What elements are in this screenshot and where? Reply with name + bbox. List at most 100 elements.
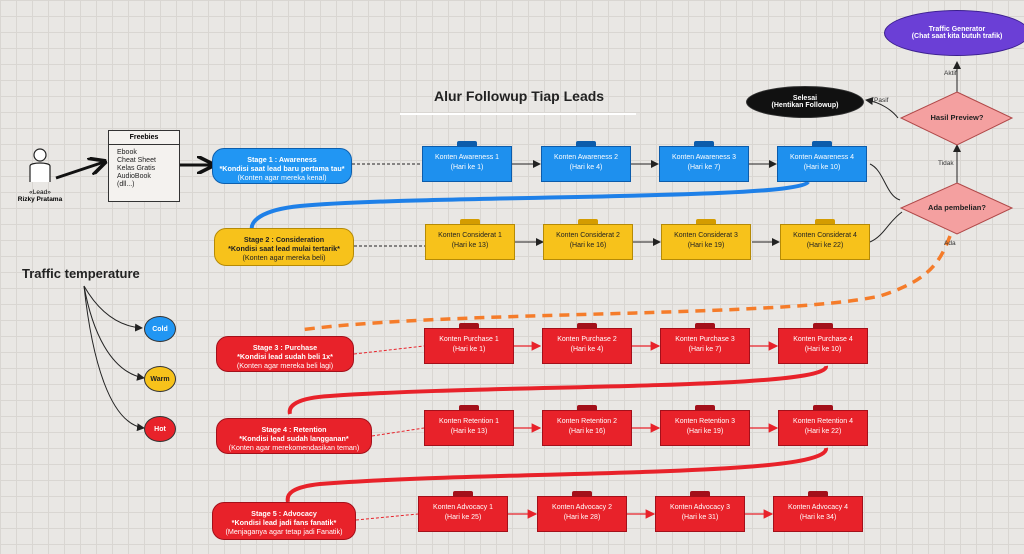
card-day: (Hari ke 7) [687, 164, 721, 171]
content-card: Konten Retention 4 (Hari ke 22) [778, 405, 868, 446]
freebies-box: Freebies Ebook Cheat Sheet Kelas Gratis … [108, 130, 180, 202]
stage-condition: *Kondisi lead jadi fans fanatik* [231, 518, 337, 527]
content-card: Konten Advocacy 1 (Hari ke 25) [418, 491, 508, 532]
card-day: (Hari ke 10) [803, 164, 841, 171]
lead-to-freebies-arrow [55, 162, 104, 180]
stage-title: Stage 3 : Purchase [252, 343, 318, 352]
stage-advocacy: Stage 5 : Advocacy *Kondisi lead jadi fa… [212, 502, 356, 540]
decision-purchase-label: Ada pembelian? [928, 203, 986, 212]
card-name: Konten Purchase 4 [793, 336, 853, 343]
stage-goal: (Konten agar mereka beli lagi) [236, 361, 334, 370]
card-day: (Hari ke 34) [799, 514, 837, 521]
card-day: (Hari ke 28) [563, 514, 601, 521]
card-name: Konten Retention 1 [439, 418, 499, 425]
awareness4-to-decision [869, 163, 901, 201]
content-card: Konten Considerat 3 (Hari ke 19) [661, 219, 751, 260]
decision-preview-diamond [899, 91, 1014, 146]
edge-label-pasif: Pasif [874, 97, 889, 104]
temperature-cold: Cold [144, 316, 176, 342]
card-day: (Hari ke 4) [569, 164, 603, 171]
edge-label-aktif: Aktif [944, 70, 957, 77]
wrap-row4-to-row5 [285, 447, 828, 503]
content-card: Konten Awareness 1 (Hari ke 1) [422, 141, 512, 182]
card-name: Konten Awareness 1 [434, 154, 500, 161]
stage-title: Stage 5 : Advocacy [251, 509, 317, 518]
card-name: Konten Awareness 4 [789, 154, 855, 161]
card-day: (Hari ke 10) [804, 346, 842, 353]
content-card: Konten Purchase 1 (Hari ke 1) [424, 323, 514, 364]
temperature-hot: Hot [144, 416, 176, 442]
content-card: Konten Retention 2(Hari ke 16) [542, 405, 632, 446]
stage-condition: *Kondisi lead sudah beli 1x* [237, 352, 333, 361]
content-card: Konten Retention 3(Hari ke 19) [660, 405, 750, 446]
terminal-subtitle: (Hentikan Followup) [771, 102, 839, 109]
card-name: Konten Retention 4 [793, 418, 853, 425]
stage-awareness: Stage 1 : Awareness *Kondisi saat lead b… [212, 148, 352, 184]
content-card: Konten Purchase 3(Hari ke 7) [660, 323, 750, 364]
content-card: Konten Advocacy 3(Hari ke 31) [655, 491, 745, 532]
stage-title: Stage 4 : Retention [261, 425, 327, 434]
card-name: Konten Advocacy 4 [788, 504, 848, 511]
stage-goal: (Konten agar mereka kenal) [237, 173, 327, 182]
card-name: Konten Advocacy 1 [433, 504, 493, 511]
person-icon [29, 148, 51, 182]
freebies-item: (dll...) [117, 181, 135, 188]
card-name: Konten Purchase 2 [557, 336, 617, 343]
freebies-item: Kelas Gratis [117, 165, 156, 172]
freebies-item: Cheat Sheet [117, 157, 156, 164]
terminal-subtitle: (Chat saat kita butuh trafik) [911, 33, 1003, 40]
card-name: Konten Awareness 3 [671, 154, 737, 161]
temperature-warm: Warm [144, 366, 176, 392]
card-name: Konten Considerat 2 [556, 232, 620, 239]
card-day: (Hari ke 1) [450, 164, 484, 171]
considerat4-to-decision [869, 211, 903, 243]
content-card: Konten Retention 1(Hari ke 13) [424, 405, 514, 446]
card-name: Konten Advocacy 2 [552, 504, 612, 511]
wrap-purchase-dashed [299, 235, 952, 332]
card-name: Konten Retention 2 [557, 418, 617, 425]
card-name: Konten Considerat 3 [674, 232, 738, 239]
content-card: Konten Awareness 4 (Hari ke 10) [777, 141, 867, 182]
stage-goal: (Konten agar merekomendasikan teman) [228, 443, 360, 452]
content-card: Konten Purchase 4 (Hari ke 10) [778, 323, 868, 364]
content-card: Konten Awareness 2 (Hari ke 4) [541, 141, 631, 182]
freebies-item: AudioBook [117, 173, 151, 180]
stage-consideration: Stage 2 : Consideration *Kondisi saat le… [214, 228, 354, 266]
page-title: Alur Followup Tiap Leads [434, 88, 605, 104]
card-day: (Hari ke 4) [570, 346, 604, 353]
card-day: (Hari ke 16) [569, 242, 607, 249]
wrap-row1-to-row2 [249, 180, 810, 231]
card-day: (Hari ke 1) [452, 346, 486, 353]
card-day: (Hari ke 31) [681, 514, 719, 521]
terminal-title: Selesai [792, 95, 818, 102]
stage-condition: *Kondisi saat lead baru pertama tau* [219, 164, 345, 173]
freebies-title: Freebies [109, 131, 179, 145]
card-day: (Hari ke 25) [444, 514, 482, 521]
lead-name: Rizky Pratama [17, 196, 63, 203]
content-card: Konten Considerat 2 (Hari ke 16) [543, 219, 633, 260]
stage-goal: (Menjaganya agar tetap jadi Fanatik) [225, 527, 343, 536]
stage-title: Stage 2 : Consideration [243, 235, 325, 244]
card-day: (Hari ke 19) [686, 428, 724, 435]
decision-preview-label: Hasil Preview? [930, 113, 984, 122]
done-terminal: Selesai (Hentikan Followup) [746, 86, 864, 118]
stage-purchase: Stage 3 : Purchase *Kondisi lead sudah b… [216, 336, 354, 372]
card-day: (Hari ke 22) [804, 428, 842, 435]
content-card: Konten Considerat 4(Hari ke 22) [780, 219, 870, 260]
freebies-list: Ebook Cheat Sheet Kelas Gratis AudioBook… [109, 145, 179, 193]
wrap-row3-to-row4 [287, 365, 828, 415]
edge-label-ada: Ada [944, 240, 956, 247]
stage-title: Stage 1 : Awareness [247, 155, 317, 164]
stage-retention: Stage 4 : Retention *Kondisi lead sudah … [216, 418, 372, 454]
card-day: (Hari ke 13) [451, 242, 489, 249]
content-card: Konten Awareness 3 (Hari ke 7) [659, 141, 749, 182]
content-card: Konten Advocacy 4 (Hari ke 34) [773, 491, 863, 532]
card-day: (Hari ke 19) [687, 242, 725, 249]
lead-actor: «Lead» Rizky Pratama [18, 148, 68, 203]
stage-goal: (Konten agar mereka beli) [242, 253, 326, 262]
card-name: Konten Purchase 1 [439, 336, 499, 343]
traffic-generator-terminal: Traffic Generator (Chat saat kita butuh … [884, 10, 1024, 56]
card-name: Konten Awareness 2 [553, 154, 619, 161]
edge-label-tidak: Tidak [938, 160, 954, 167]
